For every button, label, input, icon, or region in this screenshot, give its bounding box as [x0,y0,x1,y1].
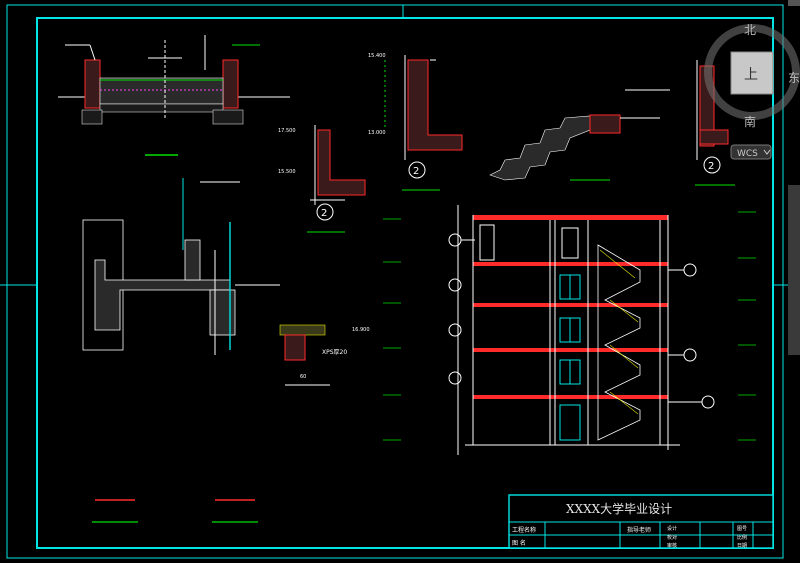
project-name-label: 工程名称 [512,526,536,534]
drawing-name-label: 图 名 [512,539,526,547]
viewcube-ring[interactable] [704,24,800,120]
detail-right-wall: 2 [695,60,735,186]
detail-stair [489,89,670,181]
detail-left-parapet [82,178,280,355]
inner-sheet-border [36,17,774,549]
drawing-no-label: 图号 [737,526,747,532]
compass-south[interactable]: 南 [744,114,756,129]
bottom-left-markers [92,499,258,523]
viewcube[interactable]: 上 北 南 东 WCS [704,23,800,160]
detail-number: 2 [708,161,714,172]
elevation-label: 17.500 [278,128,296,134]
elevation-label: 15.400 [368,53,386,59]
wcs-menu-button[interactable] [730,144,772,160]
building-section [448,205,715,455]
review-label: 审核 [667,542,677,549]
wcs-menu-label: WCS [737,149,758,159]
school-title: XXXX大学毕业设计 [566,501,672,516]
check-label: 校对 [667,534,677,541]
detail-l-wall: 15.400 13.000 2 [368,53,463,191]
navigation-bar[interactable] [788,0,800,355]
detail-top-left [58,35,290,156]
date-label: 日期 [737,543,747,549]
nav-bar-close-button[interactable] [788,0,800,6]
elevation-label: 13.000 [368,130,386,136]
compass-east[interactable]: 东 [788,71,800,85]
title-block: XXXX大学毕业设计 工程名称 图 名 指导老师 设计 校对 审核 图号 比例 … [508,494,774,549]
scale-label: 比例 [737,534,747,541]
chevron-down-icon[interactable] [763,149,771,155]
detail-number: 2 [413,166,419,177]
outer-sheet-border [6,4,784,559]
viewcube-face-label: 上 [744,67,758,83]
advisor-label: 指导老师 [627,526,651,534]
design-label: 设计 [667,525,677,532]
detail-stepped-section: 17.500 15.500 2 [278,125,366,233]
xps-label: XPS厚20 [322,349,347,356]
detail-small-corner: 16.900 XPS厚20 60 [279,324,370,386]
elevation-label: 16.900 [352,327,370,333]
detail-number: 2 [321,208,327,219]
viewcube-face-top[interactable] [730,51,774,95]
elevation-label: 15.500 [278,169,296,175]
compass-north[interactable]: 北 [744,23,756,37]
elevation-markers [383,211,756,441]
dimension-label: 60 [300,374,306,380]
nav-bar-strip[interactable] [788,185,800,355]
